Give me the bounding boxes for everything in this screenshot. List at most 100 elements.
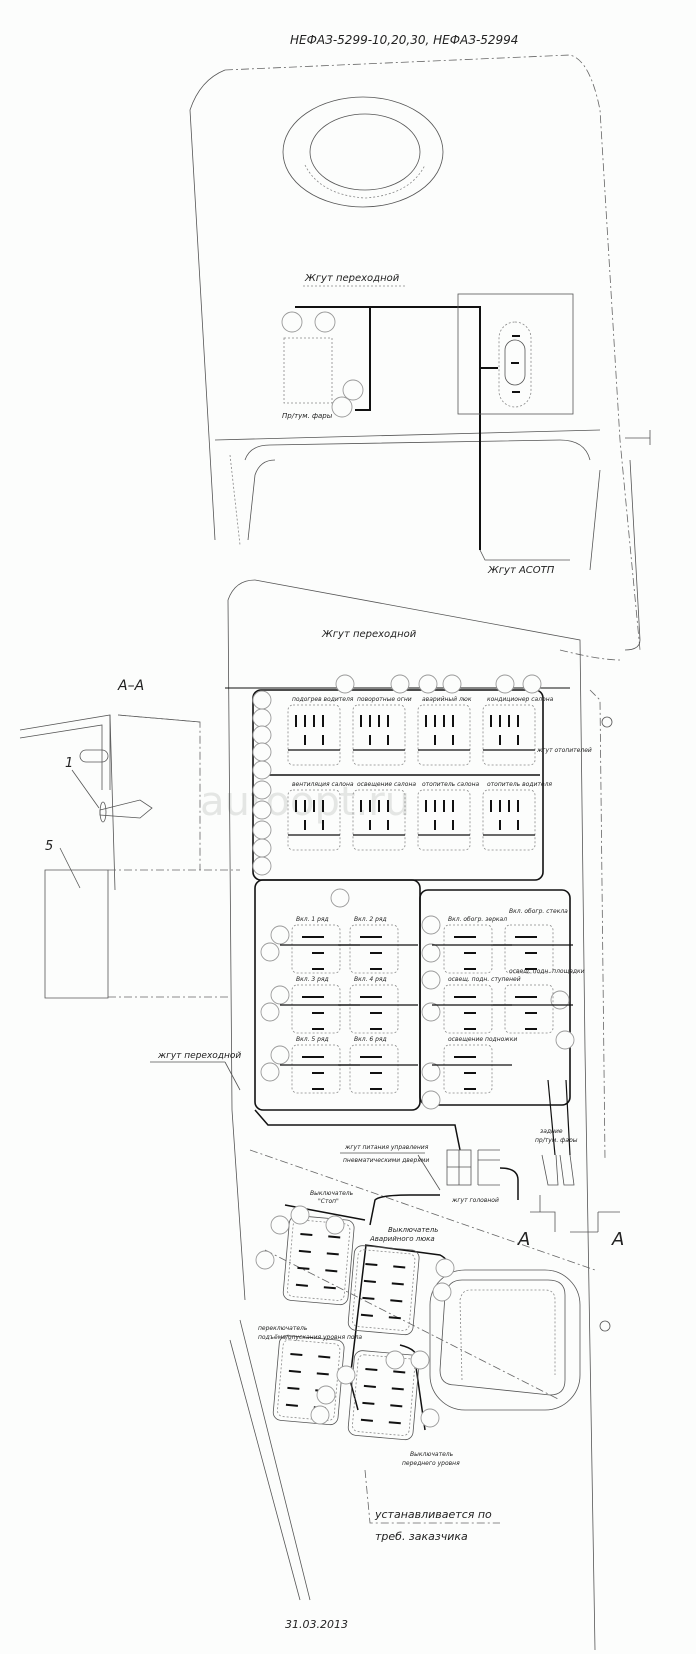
switch-right-2: освещ. подн. ступеней xyxy=(432,976,521,1034)
connector xyxy=(252,708,272,728)
switch-top-0-label: подогрев водителя xyxy=(292,696,354,703)
connector xyxy=(325,1215,345,1235)
optional-switch-1 xyxy=(347,1245,420,1336)
switch-left-4-label: Вкл. 5 ряд xyxy=(296,1036,329,1043)
switch-left-3-label: Вкл. 4 ряд xyxy=(354,976,387,983)
section-aa: А–А 1 5 жгут переходной xyxy=(19,678,241,1091)
label-floor-switch-1: переключатель xyxy=(258,1325,308,1332)
optional-switch-3 xyxy=(347,1350,420,1441)
connector xyxy=(260,1062,280,1082)
note-line-2: треб. заказчика xyxy=(375,1530,468,1543)
optional-switch-panel: Выключатель "Стоп" Выключатель Аварийног… xyxy=(255,1190,460,1467)
switch-top-1: поворотные огни xyxy=(352,696,412,766)
connector xyxy=(260,942,280,962)
connector xyxy=(252,820,272,840)
connector xyxy=(421,1002,441,1022)
note-line-1: устанавливается по xyxy=(374,1508,492,1521)
switch-top-1-label: поворотные огни xyxy=(357,696,412,703)
switch-right-1-label: Вкл. обогр. стекла xyxy=(509,908,568,915)
switch-right-2-label: освещ. подн. ступеней xyxy=(448,976,521,983)
label-floor-switch-2: подъёма/опускания уровня пола xyxy=(258,1334,362,1341)
switch-second-1: освещение салона xyxy=(352,781,416,851)
connector xyxy=(385,1350,405,1370)
lower-connectors: задние пр/тум. фары жгут питания управле… xyxy=(254,1079,624,1250)
label-door-harness-1: жгут питания управления xyxy=(344,1144,429,1151)
switch-right-4: освещение подножки xyxy=(432,1036,517,1094)
label-rear-fog-2: пр/тум. фары xyxy=(535,1137,578,1144)
switch-top-2: аварийный люк xyxy=(417,696,472,766)
switch-right-3-label: освещ. подн. площадки xyxy=(509,968,585,975)
connector xyxy=(522,674,542,694)
connector xyxy=(421,1062,441,1082)
label-front-switch-1: Выключатель xyxy=(410,1451,454,1458)
optional-switch-0 xyxy=(282,1215,355,1306)
connector xyxy=(390,674,410,694)
label-side-harness: жгут отопителей xyxy=(536,747,592,754)
connector xyxy=(421,915,441,935)
optional-switch-2 xyxy=(272,1335,345,1426)
label-harness-panel: Жгут переходной xyxy=(321,629,417,640)
drawing-date: 31.03.2013 xyxy=(285,1618,348,1631)
label-switch-hatch-1: Выключатель xyxy=(388,1226,438,1234)
switch-left-1: Вкл. 2 ряд xyxy=(338,916,418,974)
connector xyxy=(252,838,272,858)
dashboard-outline: Жгут переходной xyxy=(225,579,613,1651)
connector xyxy=(252,760,272,780)
connector xyxy=(335,674,355,694)
label-harness-top: Жгут переходной xyxy=(304,273,400,284)
connector xyxy=(330,888,350,908)
connector xyxy=(495,674,515,694)
switch-top-0: подогрев водителя xyxy=(287,696,354,766)
label-rear-fog-1: задние xyxy=(540,1128,563,1135)
connector xyxy=(435,1258,455,1278)
connector xyxy=(270,1045,290,1065)
connector xyxy=(316,1385,336,1405)
connector xyxy=(432,1282,452,1302)
switch-second-3: отопитель водителя xyxy=(482,781,552,851)
switch-left-1-label: Вкл. 2 ряд xyxy=(354,916,387,923)
label-fog-lights: Пр/тум. фары xyxy=(282,412,333,420)
connector xyxy=(252,856,272,876)
connector xyxy=(555,1030,575,1050)
switch-left-3: Вкл. 4 ряд xyxy=(338,976,418,1034)
connector xyxy=(442,674,462,694)
connector xyxy=(270,925,290,945)
section-mark-left: А xyxy=(517,1229,530,1250)
label-switch-stop-2: "Стоп" xyxy=(318,1198,339,1205)
cab-outline xyxy=(189,54,651,661)
connector xyxy=(410,1350,430,1370)
switch-right-3: освещ. подн. площадки xyxy=(493,968,585,1034)
connector xyxy=(418,674,438,694)
switch-top-3-label: кондиционер салона xyxy=(487,696,554,703)
connector xyxy=(336,1365,356,1385)
switch-left-2-label: Вкл. 3 ряд xyxy=(296,976,329,983)
switch-right-4-label: освещение подножки xyxy=(448,1036,517,1043)
connector xyxy=(252,780,272,800)
switch-second-0: вентиляция салона xyxy=(287,781,354,851)
callout-1: 1 xyxy=(65,756,73,771)
top-harness: Жгут переходной Пр/тум. фары Жгут АСОТП xyxy=(281,273,574,576)
label-head-harness: жгут головной xyxy=(451,1197,499,1204)
connector xyxy=(270,1215,290,1235)
switch-left-0-label: Вкл. 1 ряд xyxy=(296,916,329,923)
connector xyxy=(252,725,272,745)
switch-second-0-label: вентиляция салона xyxy=(292,781,354,788)
connector xyxy=(421,1090,441,1110)
connector xyxy=(252,742,272,762)
connector xyxy=(252,800,272,820)
switch-second-1-label: освещение салона xyxy=(357,781,416,788)
switch-left-5-label: Вкл. 6 ряд xyxy=(354,1036,387,1043)
connector xyxy=(310,1405,330,1425)
switch-right-1: Вкл. обогр. стекла xyxy=(493,908,573,974)
label-door-harness-2: пневматическими дверями xyxy=(343,1157,429,1164)
switch-second-2-label: отопитель салона xyxy=(422,781,480,788)
switch-top-3: кондиционер салона xyxy=(482,696,554,766)
connector xyxy=(550,990,570,1010)
label-switch-hatch-2: Аварийного люка xyxy=(369,1235,435,1243)
connector xyxy=(255,1250,275,1270)
connector xyxy=(420,1408,440,1428)
